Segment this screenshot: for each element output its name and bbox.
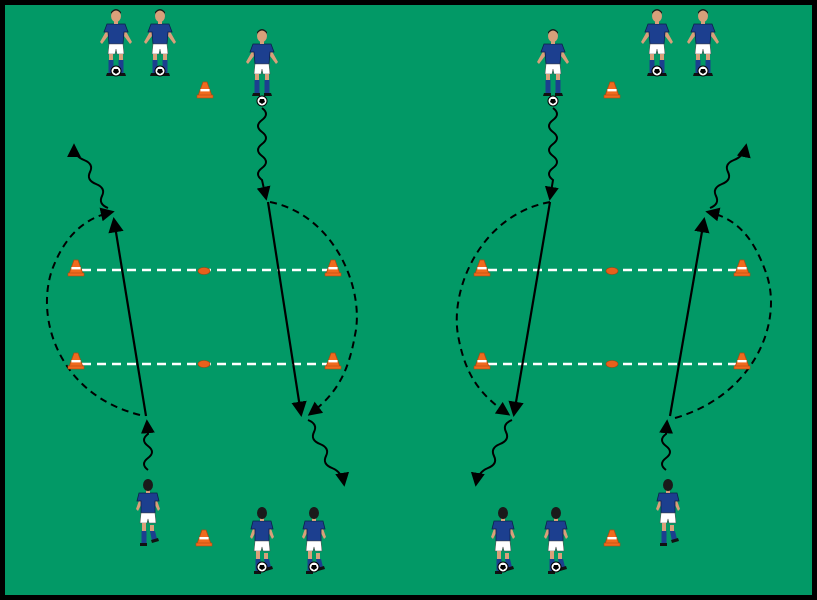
dribble-arrows <box>67 107 751 487</box>
run-path-left-inner <box>269 201 358 416</box>
dribble-arrow-top-right <box>544 107 559 201</box>
pass-arrow-left-up <box>108 216 148 417</box>
ball-icon <box>550 561 562 573</box>
dribble-arrow-exit-bottom-left <box>307 419 350 487</box>
ball-icon <box>308 561 320 573</box>
ball-icon <box>547 95 559 107</box>
ball-icon <box>497 561 509 573</box>
disc-marker-icon <box>605 267 619 275</box>
ball-icon <box>154 65 166 77</box>
ball-icon <box>110 65 122 77</box>
run-path-left-outer <box>45 207 141 416</box>
ball-icon <box>256 95 268 107</box>
pass-arrows <box>108 201 710 418</box>
dribble-arrow-bottom-right <box>659 419 674 471</box>
disc-marker-icon <box>197 267 211 275</box>
pass-arrow-right-down <box>508 201 552 418</box>
dribble-arrow-top-left <box>256 107 271 201</box>
pass-arrow-left-down <box>266 201 307 418</box>
disc-marker-icon <box>197 360 211 368</box>
dribble-arrow-exit-top-right <box>709 143 751 209</box>
run-path-right-inner <box>455 201 551 416</box>
ball-icon <box>256 561 268 573</box>
ball-icon <box>651 65 663 77</box>
pass-arrow-right-up <box>668 216 710 417</box>
ball-icon <box>697 65 709 77</box>
dribble-arrow-bottom-left <box>140 419 155 471</box>
disc-marker-icon <box>605 360 619 368</box>
dribble-arrow-exit-bottom-right <box>470 419 513 487</box>
dribble-arrow-exit-top-left <box>67 143 109 209</box>
run-paths <box>45 201 772 419</box>
